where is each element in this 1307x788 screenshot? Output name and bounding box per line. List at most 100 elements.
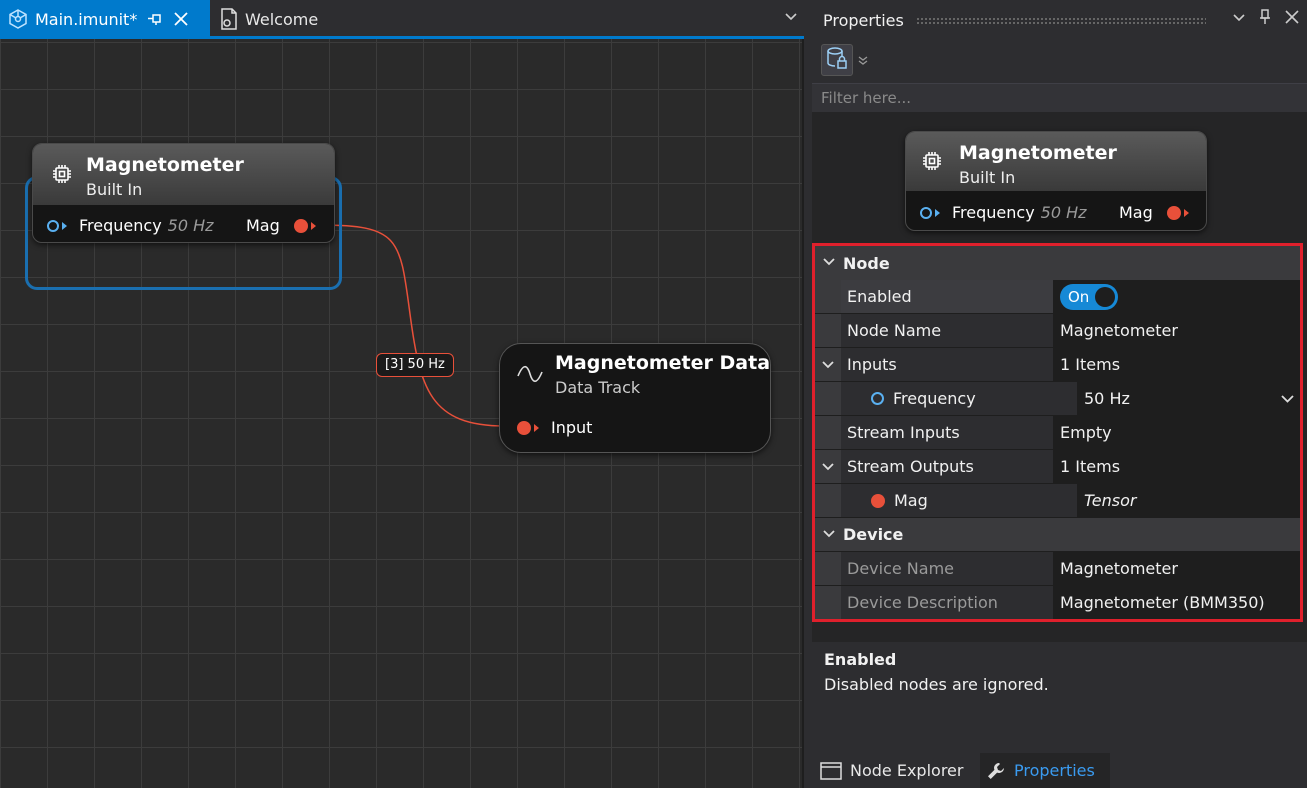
- toolbar-overflow-icon[interactable]: [858, 55, 868, 68]
- property-grid-highlight: Node Enabled On Node Name Magnetometer I…: [812, 243, 1303, 622]
- document-icon: [219, 8, 239, 30]
- category-label: Node: [843, 253, 890, 273]
- connection-layer: [319, 224, 506, 427]
- row-gutter: [815, 586, 841, 619]
- property-name: Stream Outputs: [841, 450, 1054, 483]
- tab-node-explorer[interactable]: Node Explorer: [820, 753, 963, 788]
- link-rate-label[interactable]: [3] 50 Hz: [376, 353, 454, 377]
- property-row-mag[interactable]: Mag Tensor: [815, 484, 1300, 518]
- input-port[interactable]: Input: [517, 418, 592, 437]
- pin-arrow: [62, 221, 67, 230]
- node-header: Magnetometer Built In: [33, 144, 334, 205]
- chip-icon: [921, 150, 943, 176]
- database-lock-icon: [826, 46, 848, 74]
- property-value: Magnetometer (BMM350): [1054, 586, 1300, 619]
- category-node[interactable]: Node: [815, 246, 1300, 280]
- chevron-down-icon[interactable]: [815, 348, 841, 381]
- row-gutter: [815, 416, 841, 449]
- node-title: Magnetometer Data: [555, 352, 771, 374]
- property-row-enabled[interactable]: Enabled On: [815, 280, 1300, 314]
- waveform-icon: [516, 364, 544, 388]
- property-value: Tensor: [1078, 484, 1300, 517]
- property-value: 50 Hz: [1078, 382, 1300, 415]
- close-tab-icon[interactable]: [173, 11, 189, 27]
- magnetometer-node[interactable]: Magnetometer Built In Frequency 50 Hz Ma…: [32, 143, 335, 243]
- node-graph-canvas[interactable]: Magnetometer Built In Frequency 50 Hz Ma…: [0, 39, 804, 788]
- lock-selection-button[interactable]: [821, 44, 853, 76]
- property-name: Device Name: [841, 552, 1054, 585]
- filter-input[interactable]: [819, 88, 1293, 108]
- tab-label: Properties: [1014, 761, 1095, 780]
- port-label: Frequency: [79, 216, 162, 235]
- tab-label: Welcome: [245, 9, 319, 29]
- row-gutter: [815, 484, 841, 517]
- panel-drag-grip[interactable]: [916, 17, 1206, 25]
- property-row-node-name[interactable]: Node Name Magnetometer: [815, 314, 1300, 348]
- mag-output-port[interactable]: Mag: [246, 216, 316, 235]
- node-subtitle: Data Track: [555, 378, 641, 397]
- frequency-select[interactable]: 50 Hz: [1084, 389, 1300, 408]
- property-name: Stream Inputs: [841, 416, 1054, 449]
- property-name: Node Name: [841, 314, 1054, 347]
- property-row-stream-inputs[interactable]: Stream Inputs Empty: [815, 416, 1300, 450]
- close-icon[interactable]: [1285, 9, 1299, 29]
- tab-welcome[interactable]: Welcome: [212, 0, 362, 38]
- network-icon: [7, 8, 29, 30]
- description-title: Enabled: [824, 650, 897, 669]
- chevron-down-icon[interactable]: [815, 528, 843, 542]
- document-area: Main.imunit* Welcome: [0, 0, 804, 788]
- property-name: Device Description: [841, 586, 1054, 619]
- chevron-down-icon[interactable]: [1233, 9, 1245, 29]
- pin-arrow: [935, 208, 940, 217]
- port-value: 50 Hz: [167, 216, 214, 235]
- property-row-device-description[interactable]: Device Description Magnetometer (BMM350): [815, 586, 1300, 619]
- property-name: Inputs: [841, 348, 1054, 381]
- category-device[interactable]: Device: [815, 518, 1300, 552]
- connection-wire[interactable]: [319, 224, 506, 427]
- property-value: 1 Items: [1054, 450, 1300, 483]
- panel-controls: [1233, 9, 1299, 29]
- chevron-down-icon[interactable]: [815, 450, 841, 483]
- input-pin: [920, 206, 932, 219]
- wrench-icon: [988, 762, 1004, 779]
- property-label: Mag: [894, 491, 928, 510]
- enabled-toggle[interactable]: On: [1060, 283, 1118, 310]
- tab-main-imunit[interactable]: Main.imunit*: [0, 0, 210, 38]
- chip-icon: [51, 163, 73, 189]
- property-name: Mag: [841, 484, 1078, 517]
- output-pin-icon: [871, 493, 885, 508]
- pin-tab-icon[interactable]: [147, 11, 163, 27]
- port-label: Mag: [1119, 203, 1153, 222]
- property-row-frequency[interactable]: Frequency 50 Hz: [815, 382, 1300, 416]
- node-title: Magnetometer: [959, 142, 1117, 164]
- property-value: On: [1054, 280, 1300, 313]
- window-icon: [820, 761, 842, 780]
- mag-output-port: Mag: [1119, 203, 1189, 222]
- output-pin[interactable]: [293, 218, 308, 233]
- tab-list-dropdown-icon[interactable]: [784, 10, 798, 28]
- property-value: Magnetometer: [1054, 552, 1300, 585]
- chevron-down-icon[interactable]: [815, 256, 843, 270]
- panel-bottom-tabs: Node Explorer Properties: [812, 753, 1307, 788]
- node-name-field[interactable]: Magnetometer: [1054, 314, 1300, 347]
- property-row-inputs[interactable]: Inputs 1 Items: [815, 348, 1300, 382]
- tab-label: Node Explorer: [850, 761, 964, 780]
- description-text: Disabled nodes are ignored.: [824, 675, 1049, 694]
- port-label: Frequency: [952, 203, 1035, 222]
- port-label: Input: [551, 418, 593, 437]
- frequency-input-port: Frequency 50 Hz: [920, 203, 1087, 222]
- magnetometer-data-node[interactable]: Magnetometer Data Data Track Input: [499, 343, 771, 453]
- input-pin[interactable]: [517, 420, 531, 435]
- input-pin[interactable]: [47, 219, 59, 232]
- properties-panel: Properties Magnetometer Built In: [812, 0, 1307, 788]
- property-row-stream-outputs[interactable]: Stream Outputs 1 Items: [815, 450, 1300, 484]
- row-gutter: [815, 382, 841, 415]
- pin-icon[interactable]: [1259, 9, 1271, 29]
- frequency-input-port[interactable]: Frequency 50 Hz: [47, 216, 214, 235]
- row-gutter: [815, 552, 841, 585]
- property-name: Frequency: [841, 382, 1078, 415]
- node-subtitle: Built In: [86, 180, 143, 199]
- property-row-device-name[interactable]: Device Name Magnetometer: [815, 552, 1300, 586]
- tab-properties[interactable]: Properties: [980, 753, 1110, 788]
- property-name: Enabled: [841, 280, 1054, 313]
